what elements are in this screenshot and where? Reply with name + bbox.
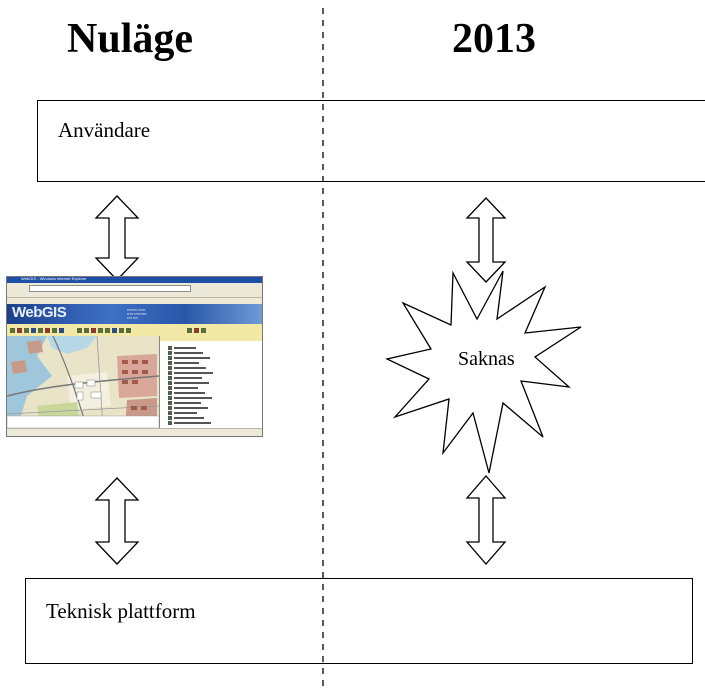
checkbox-icon: [168, 361, 172, 365]
checkbox-icon: [168, 356, 172, 360]
screenshot-layer-row: [168, 396, 212, 400]
screenshot-layer-row: [168, 361, 199, 365]
screenshot-statusbar: [7, 428, 262, 436]
checkbox-icon: [168, 376, 172, 380]
checkbox-icon: [168, 396, 172, 400]
screenshot-layer-text: [174, 397, 212, 399]
screenshot-layer-row: [168, 401, 201, 405]
screenshot-layer-text: [174, 407, 208, 409]
screenshot-layer-row: [168, 421, 211, 425]
screenshot-layer-text: [174, 372, 213, 374]
screenshot-panel-header: [160, 336, 262, 341]
heading-2013: 2013: [452, 16, 536, 62]
screenshot-layer-text: [174, 382, 209, 384]
screenshot-logo: WebGIS: [12, 304, 67, 321]
screenshot-map: [7, 336, 159, 428]
screenshot-layer-text: [174, 387, 198, 389]
webgis-screenshot: WebGIS - Windows Internet Explorer WebGI…: [6, 276, 263, 437]
double-arrow-right-top: [465, 197, 507, 283]
screenshot-window-title: WebGIS - Windows Internet Explorer: [21, 276, 87, 281]
screenshot-layer-row: [168, 351, 203, 355]
checkbox-icon: [168, 406, 172, 410]
screenshot-layer-row: [168, 356, 210, 360]
screenshot-layer-row: [168, 386, 198, 390]
screenshot-layer-row: [168, 391, 205, 395]
double-arrow-left-top: [94, 195, 140, 281]
users-label: Användare: [58, 118, 151, 142]
technical-platform-box: [25, 578, 693, 664]
screenshot-layer-text: [174, 367, 206, 369]
checkbox-icon: [168, 346, 172, 350]
checkbox-icon: [168, 391, 172, 395]
checkbox-icon: [168, 381, 172, 385]
screenshot-layer-row: [168, 376, 202, 380]
screenshot-layer-row: [168, 346, 196, 350]
checkbox-icon: [168, 351, 172, 355]
screenshot-layer-text: [174, 362, 199, 364]
screenshot-layer-text: [174, 392, 205, 394]
missing-label: Saknas: [458, 348, 515, 370]
screenshot-layer-row: [168, 371, 213, 375]
checkbox-icon: [168, 401, 172, 405]
screenshot-address-bar: [29, 285, 191, 292]
screenshot-layer-row: [168, 411, 197, 415]
starburst-shape: [385, 270, 582, 474]
screenshot-titlebar: [7, 277, 262, 283]
screenshot-layer-row: [168, 381, 209, 385]
screenshot-layer-text: [174, 422, 211, 424]
checkbox-icon: [168, 421, 172, 425]
technical-platform-label: Teknisk plattform: [46, 599, 196, 623]
screenshot-layer-row: [168, 416, 204, 420]
screenshot-layer-text: [174, 417, 204, 419]
screenshot-toolbar-row: [7, 298, 262, 304]
screenshot-layer-panel: [159, 336, 262, 428]
heading-current-state: Nuläge: [67, 16, 193, 62]
screenshot-layer-text: [174, 347, 196, 349]
double-arrow-left-bottom: [94, 477, 140, 565]
checkbox-icon: [168, 411, 172, 415]
checkbox-icon: [168, 416, 172, 420]
screenshot-layer-text: [174, 377, 202, 379]
screenshot-layer-text: [174, 402, 201, 404]
screenshot-banner: [7, 304, 262, 324]
checkbox-icon: [168, 371, 172, 375]
checkbox-icon: [168, 386, 172, 390]
screenshot-layer-text: [174, 412, 197, 414]
users-box: [37, 100, 705, 182]
screenshot-layer-text: [174, 352, 203, 354]
screenshot-layer-row: [168, 406, 208, 410]
checkbox-icon: [168, 366, 172, 370]
screenshot-banner-text: ▪▪▪▪▪▪▪▪ ▪▪▪▪▪▪▪▪▪▪▪ ▪▪▪▪▪▪▪▪▪▪▪▪▪▪ ▪▪▪▪: [127, 308, 147, 320]
screenshot-layer-text: [174, 357, 210, 359]
double-arrow-right-bottom: [465, 475, 507, 565]
screenshot-layer-row: [168, 366, 206, 370]
